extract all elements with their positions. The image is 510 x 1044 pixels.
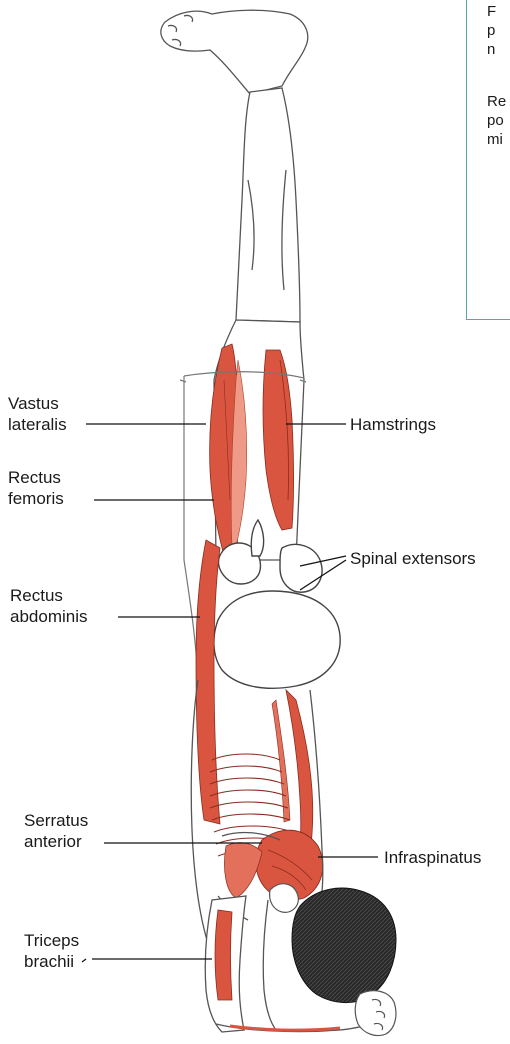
label-serratus-anterior: Serratus anterior xyxy=(24,810,88,852)
label-line: brachii xyxy=(24,951,79,972)
label-rectus-abdominis: Rectus abdominis xyxy=(10,585,88,627)
label-line: Vastus xyxy=(8,393,67,414)
label-line: femoris xyxy=(8,488,64,509)
label-triceps-brachii: Triceps brachii xyxy=(24,930,79,972)
label-spinal-extensors: Spinal extensors xyxy=(350,548,476,569)
label-line: Rectus xyxy=(8,467,64,488)
head-hair xyxy=(292,888,396,1003)
label-infraspinatus: Infraspinatus xyxy=(384,847,481,868)
label-line: abdominis xyxy=(10,606,88,627)
label-line: Serratus xyxy=(24,810,88,831)
label-hamstrings: Hamstrings xyxy=(350,414,436,435)
label-line: Triceps xyxy=(24,930,79,951)
label-line: lateralis xyxy=(8,414,67,435)
label-line: anterior xyxy=(24,831,88,852)
label-vastus-lateralis: Vastus lateralis xyxy=(8,393,67,435)
hands xyxy=(355,991,396,1036)
foot-top xyxy=(161,10,308,94)
label-rectus-femoris: Rectus femoris xyxy=(8,467,64,509)
label-line: Rectus xyxy=(10,585,88,606)
